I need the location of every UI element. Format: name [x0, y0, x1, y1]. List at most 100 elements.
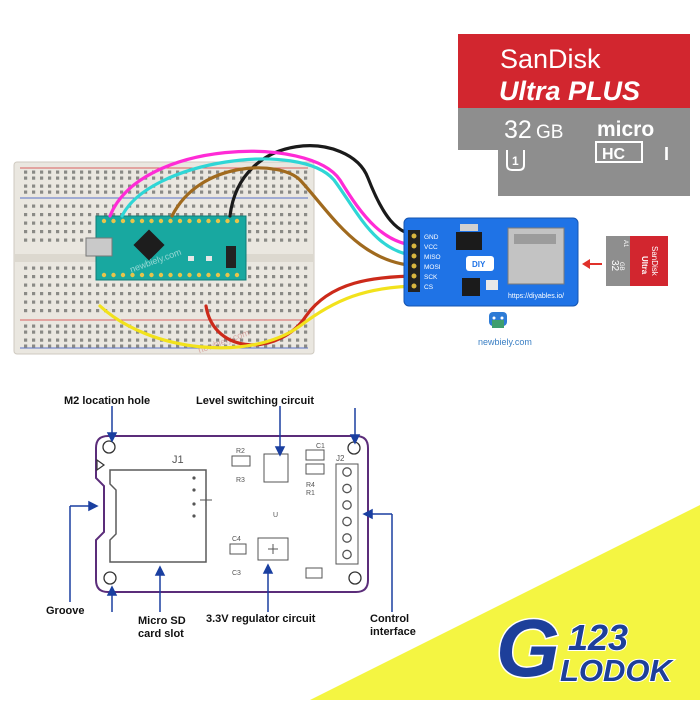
breadboard-hole [120, 176, 124, 180]
sd-class-mark: I [664, 144, 669, 164]
breadboard-hole [160, 283, 164, 287]
breadboard-hole [160, 204, 164, 208]
breadboard-hole [88, 230, 92, 234]
breadboard-hole [120, 283, 124, 287]
breadboard-hole [104, 283, 108, 287]
label-control: Control [370, 613, 409, 625]
breadboard-hole [32, 266, 36, 270]
breadboard-hole [104, 213, 108, 217]
breadboard-hole [48, 204, 52, 208]
breadboard-hole [48, 176, 52, 180]
breadboard-hole [128, 292, 132, 296]
breadboard-hole [64, 292, 68, 296]
breadboard-hole [104, 344, 108, 348]
breadboard-hole [32, 184, 36, 188]
breadboard-hole [280, 338, 284, 342]
breadboard-hole [256, 275, 260, 279]
breadboard-hole [208, 204, 212, 208]
nano-pin-headers [101, 218, 240, 278]
nano-pin [187, 272, 192, 278]
breadboard-hole [32, 176, 36, 180]
breadboard-hole [64, 170, 68, 174]
breadboard-hole [120, 170, 124, 174]
breadboard-hole [248, 330, 252, 334]
breadboard-hole [48, 324, 52, 328]
breadboard-hole [232, 213, 236, 217]
breadboard-hole [264, 230, 268, 234]
breadboard-hole [248, 190, 252, 194]
breadboard-hole [40, 213, 44, 217]
breadboard-hole [192, 330, 196, 334]
breadboard-hole [40, 275, 44, 279]
control-header-pin [342, 549, 352, 560]
breadboard-hole [40, 170, 44, 174]
breadboard-hole [168, 324, 172, 328]
breadboard-hole [208, 324, 212, 328]
breadboard-hole [304, 176, 308, 180]
breadboard-hole [24, 275, 28, 279]
breadboard-hole [80, 221, 84, 225]
breadboard-hole [248, 184, 252, 188]
breadboard-hole [192, 283, 196, 287]
breadboard-hole [248, 238, 252, 242]
breadboard-hole [80, 266, 84, 270]
nano-pin [130, 218, 135, 224]
breadboard-hole [64, 338, 68, 342]
breadboard-hole [56, 344, 60, 348]
breadboard-hole [40, 176, 44, 180]
nano-pin [158, 272, 164, 278]
ref-r4: R4 [306, 482, 315, 489]
breadboard-hole [200, 170, 204, 174]
nano-pin [120, 218, 126, 224]
breadboard-hole [280, 309, 284, 313]
breadboard-hole [32, 213, 36, 217]
pcb-board-outline [95, 435, 369, 593]
sd-hc-label: HC [602, 146, 626, 163]
nano-pin [149, 218, 154, 224]
breadboard-hole [32, 292, 36, 296]
breadboard-hole [216, 338, 220, 342]
breadboard-hole [200, 338, 204, 342]
nano-pin [196, 272, 202, 278]
breadboard-hole [80, 213, 84, 217]
breadboard-hole [96, 300, 100, 304]
module-pin-label: MISO [424, 254, 441, 261]
label-groove: Groove [46, 605, 85, 617]
nano-pin [187, 218, 192, 224]
breadboard-hole [48, 230, 52, 234]
wires [98, 144, 424, 350]
breadboard-hole [232, 176, 236, 180]
m2-hole-top-right [347, 441, 361, 455]
sd-speed-class-icon [506, 150, 525, 171]
breadboard-hole [32, 300, 36, 304]
breadboard-hole [304, 283, 308, 287]
breadboard-hole [128, 344, 132, 348]
breadboard-hole [136, 204, 140, 208]
breadboard-hole [72, 292, 76, 296]
breadboard-hole [48, 300, 52, 304]
j1-card-slot [109, 469, 207, 563]
module-pin-label: VCC [424, 244, 438, 251]
regulator-footprint [257, 537, 289, 561]
breadboard-hole [56, 170, 60, 174]
breadboard-hole [152, 330, 156, 334]
r2-footprint [231, 455, 251, 467]
breadboard-hole [296, 330, 300, 334]
breadboard-hole [24, 204, 28, 208]
breadboard-hole [56, 184, 60, 188]
breadboard-hole [296, 266, 300, 270]
breadboard-hole [224, 309, 228, 313]
breadboard-hole [112, 324, 116, 328]
newbiely-logo: newbiely.com [478, 312, 532, 347]
breadboard-hole [112, 283, 116, 287]
nano-pin [177, 272, 183, 278]
breadboard-hole [240, 292, 244, 296]
breadboard-hole [64, 204, 68, 208]
breadboard-hole [24, 292, 28, 296]
breadboard-hole [240, 309, 244, 313]
breadboard-hole [80, 330, 84, 334]
sd-micro-label: micro [597, 118, 654, 141]
breadboard-hole [72, 204, 76, 208]
breadboard-hole [152, 300, 156, 304]
